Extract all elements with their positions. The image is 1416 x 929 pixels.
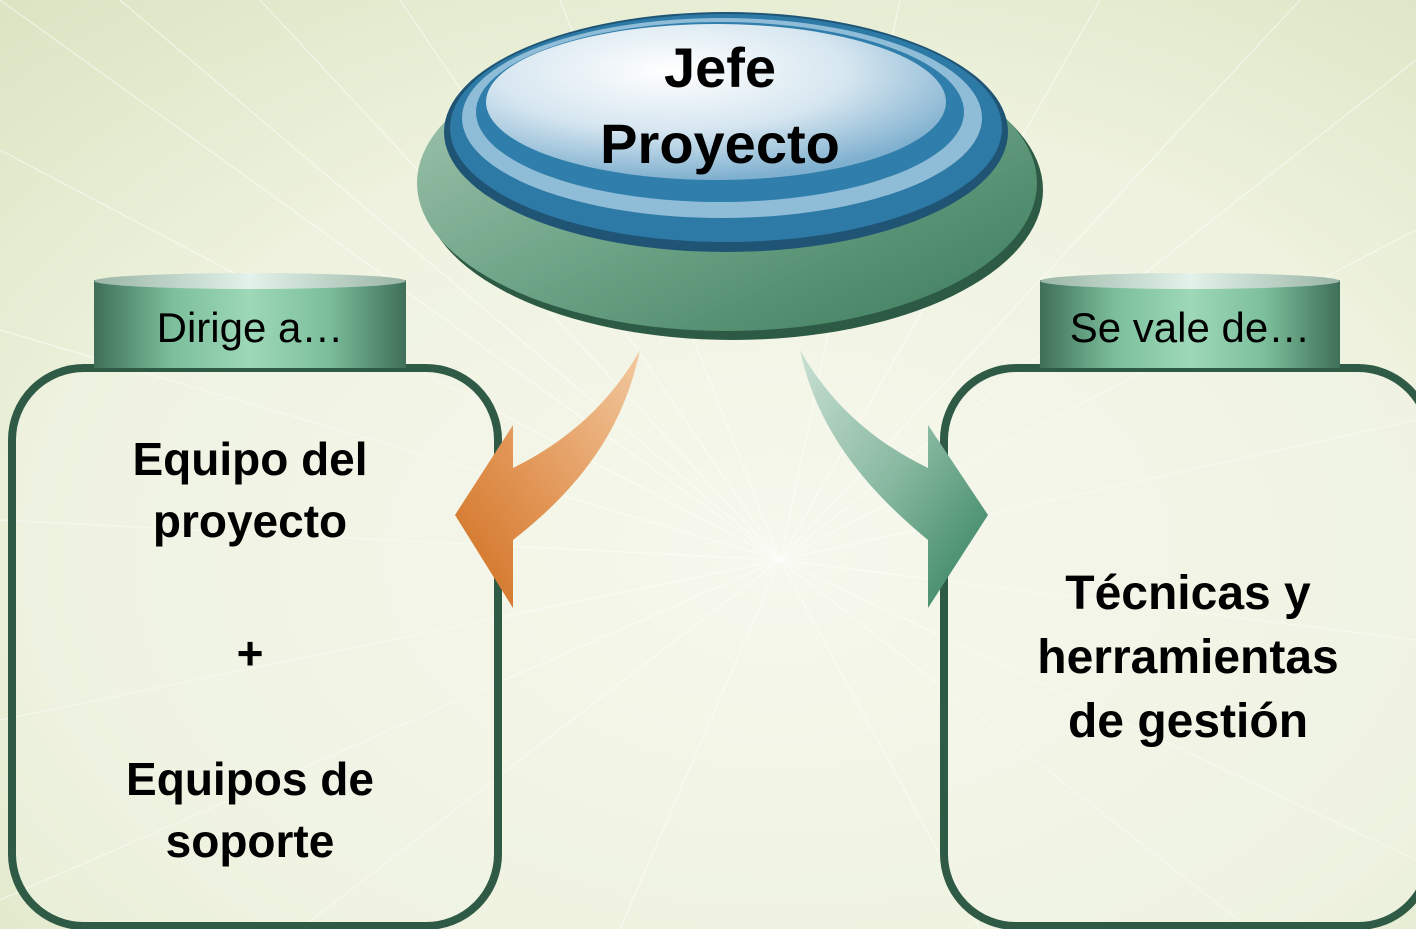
right-line1: Técnicas y bbox=[1065, 567, 1311, 620]
center-title-line2: Proyecto bbox=[600, 112, 840, 175]
left-plus: + bbox=[236, 627, 264, 679]
left-line4: soporte bbox=[165, 815, 335, 867]
right-line2: herramientas bbox=[1037, 631, 1339, 684]
left-box-text-bottom: Equipos de soporte bbox=[40, 748, 460, 872]
left-tab-label: Dirige a… bbox=[156, 304, 344, 351]
left-line1: Equipo del bbox=[132, 433, 368, 485]
right-line3: de gestión bbox=[1067, 695, 1309, 748]
right-arrow bbox=[800, 350, 988, 608]
center-title: Jefe Proyecto bbox=[520, 30, 920, 182]
left-box-text-top: Equipo del proyecto bbox=[40, 428, 460, 552]
right-tab bbox=[1040, 273, 1340, 368]
left-line3: Equipos de bbox=[126, 753, 374, 805]
left-line2: proyecto bbox=[152, 495, 348, 547]
left-arrow bbox=[455, 350, 640, 608]
center-ellipse bbox=[417, 12, 1043, 340]
right-tab-label: Se vale de… bbox=[1069, 304, 1311, 351]
right-box-text: Técnicas y herramientas de gestión bbox=[975, 562, 1401, 754]
center-title-line1: Jefe bbox=[663, 36, 777, 99]
left-tab bbox=[94, 273, 406, 368]
